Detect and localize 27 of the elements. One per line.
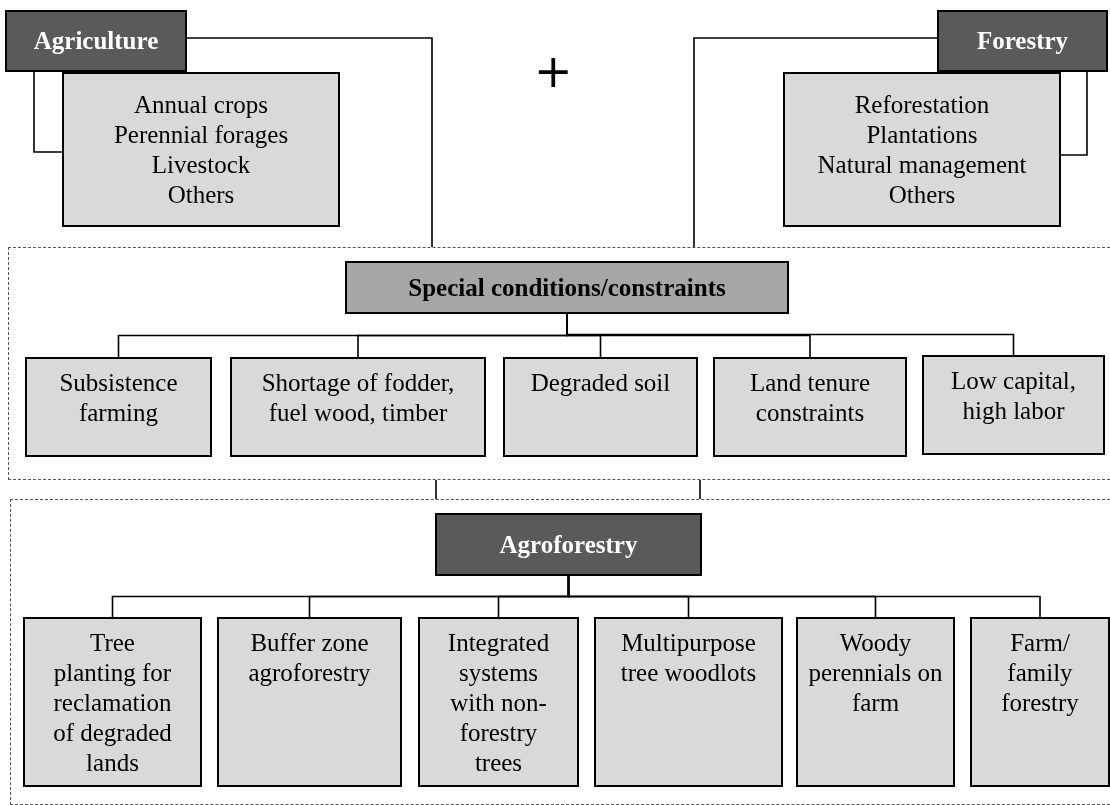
dashed-group-frame	[10, 499, 1110, 805]
heading-box: Agriculture	[5, 10, 187, 72]
category-box: Reforestation Plantations Natural management Others	[783, 72, 1061, 227]
category-box: Woody perennials on farm	[796, 617, 955, 787]
heading-box: Forestry	[937, 10, 1108, 72]
category-box: Annual crops Perennial forages Livestock Others	[62, 72, 340, 227]
category-box: Land tenure constraints	[713, 357, 907, 457]
category-box: Integrated systems with non-forestry trees	[418, 617, 579, 787]
heading-box: Special conditions/constraints	[345, 261, 789, 314]
category-box: Farm/ family forestry	[970, 617, 1110, 787]
connector-line	[186, 37, 433, 248]
heading-box: Agroforestry	[435, 513, 702, 576]
connector-line	[693, 37, 938, 248]
connector-line	[567, 575, 1041, 618]
connector-line	[435, 479, 437, 500]
dashed-group-frame	[8, 247, 1110, 480]
category-box: Tree planting for reclamation of degraded lands	[23, 617, 202, 787]
category-box: Degraded soil	[503, 357, 698, 457]
connector-line	[33, 71, 63, 153]
category-box: Low capital, high labor	[922, 355, 1105, 455]
category-box: Shortage of fodder, fuel wood, timber	[230, 357, 486, 457]
plus-sign: +	[534, 48, 573, 94]
category-box: Multipurpose tree woodlots	[594, 617, 783, 787]
category-box: Subsistence farming	[25, 357, 212, 457]
category-box: Buffer zone agroforestry	[217, 617, 402, 787]
connector-line	[1060, 71, 1088, 156]
connector-line	[699, 479, 701, 500]
